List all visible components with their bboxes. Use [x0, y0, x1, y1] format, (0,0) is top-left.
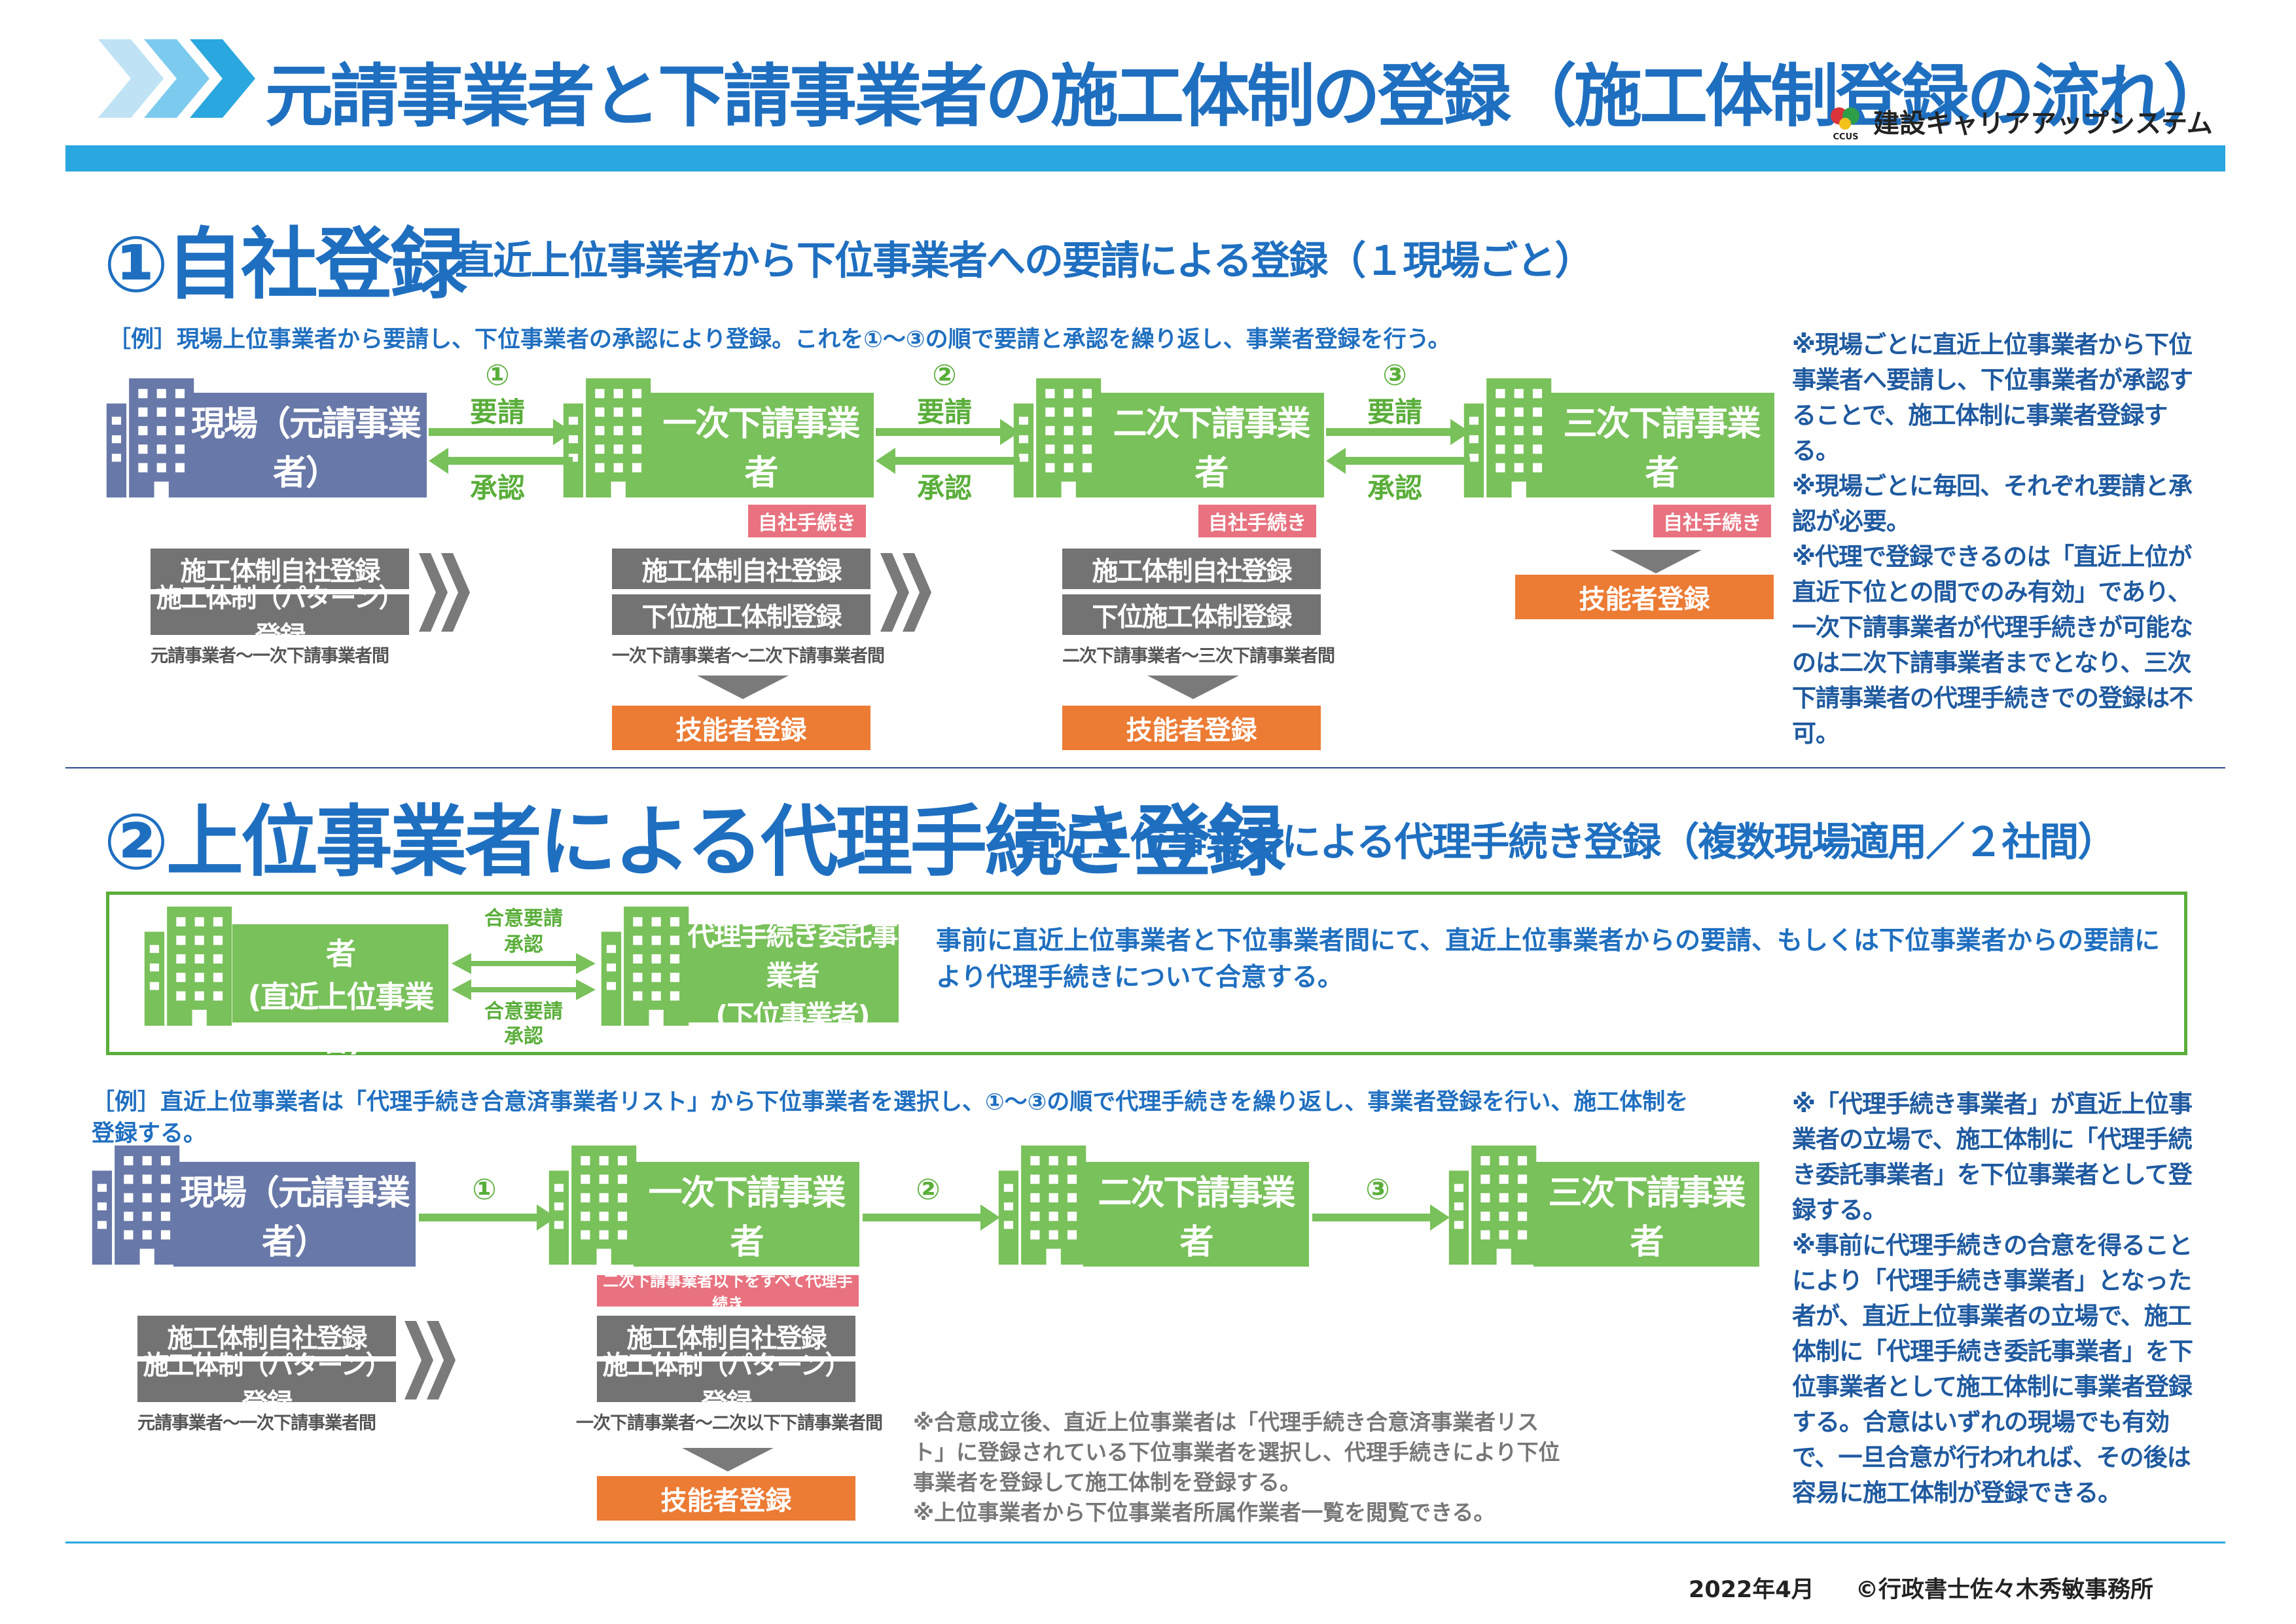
step3-approve: 承認: [1367, 472, 1422, 504]
footer-copyright: ©行政書士佐々木秀敏事務所: [1856, 1577, 2154, 1603]
proxy-step3: ③: [1365, 1173, 1390, 1206]
proxy-step2: ②: [916, 1173, 941, 1206]
sub1-box-2: 一次下請事業者: [634, 1162, 859, 1267]
sub1-skill-registration: 技能者登録: [612, 706, 870, 750]
header-bar: [65, 145, 2225, 171]
sub3-box: 三次下請事業者: [1549, 393, 1774, 497]
sub1-pattern-registration-2: 施工体制（パターン）登録: [597, 1350, 855, 1418]
step2-approve: 承認: [916, 472, 972, 504]
section-divider: [65, 767, 2225, 768]
sub2-lower-registration: 下位施工体制登録: [1062, 594, 1321, 635]
step2-request: 要請: [916, 396, 972, 428]
agree-approve-1: 承認: [504, 933, 543, 956]
section1-note: ※現場ごとに直近上位事業者から下位事業者へ要請し、下位事業者が承認することで、施…: [1792, 331, 2193, 748]
down-triangle-icon: [697, 676, 789, 699]
agree-request-2: 合意要請: [484, 1000, 563, 1023]
proxy-all-tag: 二次下請事業者以下をすべて代理手続き: [597, 1272, 859, 1313]
proxy-step1: ①: [472, 1173, 497, 1206]
site-pattern-registration-2: 施工体制（パターン）登録: [137, 1350, 396, 1418]
request-approve-arrows: [429, 419, 1470, 474]
sub1-caption-2: 一次下請事業者～二次以下下請事業者間: [576, 1413, 883, 1434]
section2-subtitle: 直近上位事業者による代理手続き登録（複数現場適用／２社間）: [1016, 820, 2117, 865]
footer-divider: [65, 1542, 2225, 1543]
proxy-arrows: [419, 1204, 1450, 1231]
agreement-description: 事前に直近上位事業者と下位事業者間にて、直近上位事業者からの要請、もしくは下位事…: [936, 926, 2161, 992]
down-triangle-icon-4: [682, 1448, 774, 1471]
double-chevron-icon-3: [404, 1321, 456, 1399]
down-triangle-icon-2: [1147, 676, 1239, 699]
sub1-skill-registration-2: 技能者登録: [597, 1476, 855, 1521]
footer-date: 2022年4月: [1689, 1577, 1814, 1603]
agent-box: 代理手続き事業者 (直近上位事業者): [232, 893, 448, 1058]
sub2-box-2: 二次下請事業者: [1083, 1162, 1309, 1267]
step1-request: 要請: [469, 396, 525, 428]
down-triangle-icon-3: [1610, 550, 1702, 573]
double-chevron-icon-2: [880, 553, 931, 632]
section2-note: ※「代理手続き事業者」が直近上位事業者の立場で、施工体制に「代理手続き委託事業者…: [1792, 1090, 2193, 1507]
step1-number: ①: [485, 359, 510, 392]
agreement-arrows: [452, 953, 596, 1000]
page-title: 元請事業者と下請事業者の施工体制の登録（施工体制登録の流れ）: [265, 56, 2231, 136]
agent-line1: 代理手続き事業者: [240, 893, 442, 971]
sub3-box-2: 三次下請事業者: [1534, 1162, 1759, 1267]
client-line2: (下位事業者): [715, 999, 870, 1032]
self-procedure-tag-1: 自社手続き: [748, 505, 866, 537]
ccus-logo-icon: CCUS: [1831, 107, 1859, 141]
site-self-registration: 施工体制自社登録: [151, 549, 409, 589]
section2-gray-note: ※合意成立後、直近上位事業者は「代理手続き合意済事業者リスト」に登録されている下…: [913, 1409, 1560, 1525]
section2-example: ［例］直近上位事業者は「代理手続き合意済事業者リスト」から下位事業者を選択し、①…: [92, 1089, 1689, 1147]
sub2-skill-registration: 技能者登録: [1062, 706, 1321, 750]
ccus-logo: CCUS 建設キャリアアップシステム: [1826, 101, 2213, 141]
site-self-registration-2: 施工体制自社登録: [137, 1316, 396, 1356]
client-line1: 代理手続き委託事業者: [687, 919, 898, 992]
sub2-self-registration: 施工体制自社登録: [1062, 549, 1321, 589]
site-caption: 元請事業者～一次下請事業者間: [151, 646, 389, 666]
sub1-lower-registration: 下位施工体制登録: [612, 594, 870, 635]
site-box-2: 現場（元請事業者）: [173, 1162, 416, 1267]
agree-approve-2: 承認: [504, 1025, 543, 1048]
section1-example: ［例］現場上位事業者から要請し、下位事業者の承認により登録。これを①～③の順で要…: [108, 327, 1451, 353]
agent-line2: (直近上位事業者): [247, 979, 434, 1058]
section1-subtitle: 直近上位事業者から下位事業者への要請による登録（１現場ごと）: [455, 238, 1594, 284]
section2-title: ②上位事業者による代理手続き登録: [103, 797, 1285, 887]
sub1-box: 一次下請事業者: [648, 393, 874, 497]
step2-number: ②: [932, 359, 957, 392]
sub1-caption: 一次下請事業者～二次下請事業者間: [612, 646, 885, 666]
double-chevron-icon: [419, 553, 470, 632]
chevrons-icon: [98, 39, 255, 118]
step3-number: ③: [1382, 359, 1407, 392]
svg-text:CCUS: CCUS: [1833, 132, 1859, 141]
agreement-frame: [106, 892, 2187, 1055]
section1-title: ①自社登録: [103, 219, 467, 310]
client-box: 代理手続き委託事業者 (下位事業者): [686, 920, 899, 1032]
self-procedure-tag-2: 自社手続き: [1198, 505, 1316, 537]
step3-request: 要請: [1367, 396, 1422, 428]
sub2-box: 二次下請事業者: [1098, 393, 1324, 497]
self-procedure-tag-3: 自社手続き: [1653, 505, 1771, 537]
step1-approve: 承認: [469, 472, 525, 504]
logo-text: 建設キャリアアップシステム: [1873, 109, 2213, 139]
site-box: 現場（元請事業者）: [185, 393, 427, 497]
agree-request-1: 合意要請: [484, 907, 563, 930]
site-caption-2: 元請事業者～一次下請事業者間: [137, 1413, 376, 1434]
sub1-self-registration: 施工体制自社登録: [612, 549, 870, 589]
sub3-skill-registration: 技能者登録: [1515, 575, 1774, 619]
sub2-caption: 二次下請事業者～三次下請事業者間: [1062, 646, 1335, 666]
sub1-self-registration-2: 施工体制自社登録: [597, 1316, 855, 1356]
